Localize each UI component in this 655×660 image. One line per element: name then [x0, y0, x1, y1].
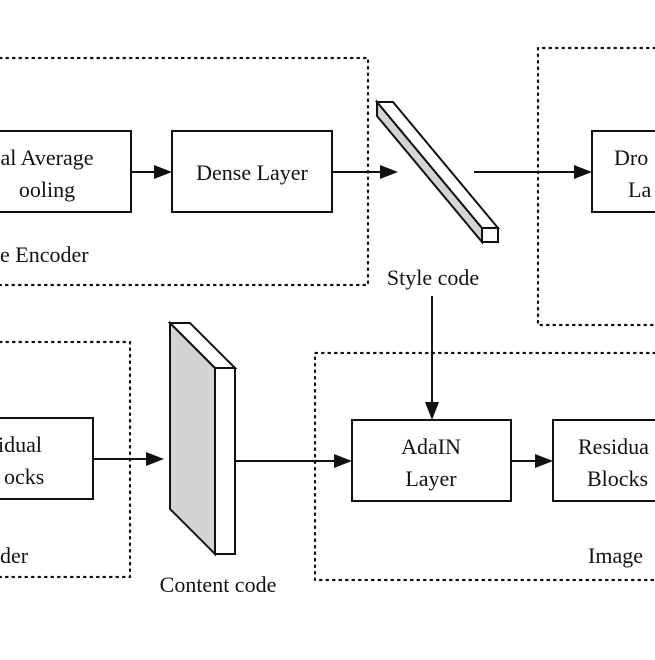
arrow-style-code-to-adain [425, 296, 439, 420]
dropout-label-line1: Dro [614, 145, 648, 170]
pooling-label-line2: ooling [19, 177, 75, 202]
arrow-content-code-to-adain [235, 454, 352, 468]
generator-residual-label-line2: Blocks [587, 466, 648, 491]
generator-residual-blocks: Residua Blocks [552, 419, 655, 502]
dense-layer-label: Dense Layer [196, 160, 308, 185]
dropout-layer-block: Dro La [591, 130, 655, 213]
dropout-region [536, 46, 655, 327]
style-encoder-label: e Encoder [0, 242, 89, 267]
arrow-dense-to-style-code [332, 165, 398, 179]
generator-label: Image [588, 543, 643, 568]
arrow-adain-to-residual [511, 454, 553, 468]
content-residual-label-line2: ocks [4, 464, 44, 489]
content-residual-label-line1: idual [0, 432, 42, 457]
adain-layer-block: AdaIN Layer [351, 419, 512, 502]
style-code-label: Style code [387, 265, 479, 290]
content-code-label: Content code [160, 572, 277, 597]
arrow-style-code-to-dropout [474, 165, 592, 179]
generator-residual-label-line1: Residua [578, 434, 649, 459]
pooling-label-line1: al Average [0, 145, 93, 170]
dropout-label-line2: La [628, 177, 651, 202]
style-code-prism [374, 99, 501, 245]
generator-region [313, 351, 655, 582]
content-code-prism [167, 320, 238, 557]
dense-layer-block: Dense Layer [171, 130, 333, 213]
content-residual-blocks: idual ocks [0, 417, 94, 500]
arrow-pooling-to-dense [131, 165, 172, 179]
arrow-residual-to-content-code [93, 452, 164, 466]
global-average-pooling-block: al Average ooling [0, 130, 132, 213]
content-encoder-label: der [0, 543, 29, 568]
adain-label-line1: AdaIN [401, 434, 461, 459]
adain-label-line2: Layer [405, 466, 457, 491]
